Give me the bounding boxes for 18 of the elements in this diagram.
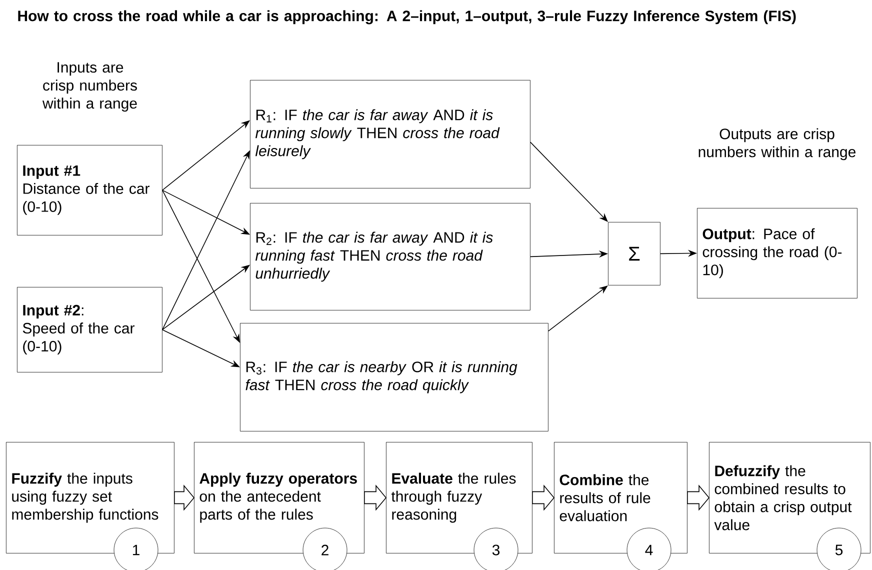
note-text: Inputs are crisp numbers within a range [42,62,137,112]
output-box: Output: Pace of crossing the road (0-10) [697,208,858,298]
node-label: 3 [492,544,500,556]
title: How to cross the road while a car is approaching: A 2–input, 1–output, 3–rule Fuzzy Inference System (FIS) [18,10,796,24]
arrow [532,484,555,511]
arrow [162,264,250,330]
arrow [530,142,608,222]
note-text: Outputs are crisp numbers within a range [698,128,856,160]
input-box: Input #1 Distance of the car (0-10) [17,145,162,236]
arrow [174,484,195,511]
input-box: Input #2: Speed of the car (0-10) [17,287,162,372]
arrow [364,484,387,511]
node-label: 4 [645,544,653,556]
node-label: 5 [835,544,843,556]
arrow [687,484,710,511]
node-label: 1 [132,544,140,556]
sum-box: Σ [608,222,660,286]
node-label: 2 [322,544,328,556]
